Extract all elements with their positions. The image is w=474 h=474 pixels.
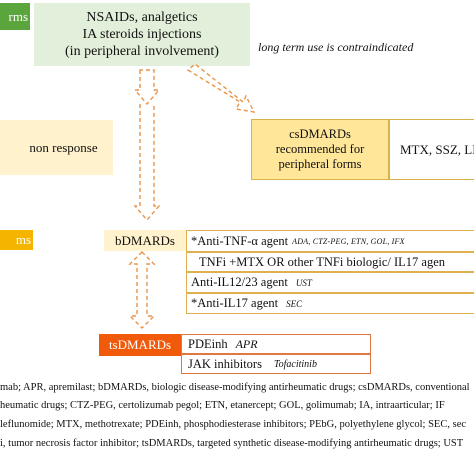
- tsdmards-row-note: APR: [235, 336, 258, 351]
- nsaids-line-2: IA steroids injections: [82, 27, 202, 42]
- tsdmards-row-main: JAK inhibitors: [188, 356, 262, 371]
- bdmards-row-tnfi-combo: TNFi +MTX OR other TNFi biologic/ IL17 a…: [186, 252, 474, 272]
- bdmards-row-note: ADA, CTZ-PEG, ETN, GOL, IFX: [292, 236, 405, 246]
- arrow-bdmards-tsdmards: [128, 251, 156, 329]
- footer-line: i, tumor necrosis factor inhibitor; tsDM…: [0, 438, 464, 449]
- bdmards-row-note: UST: [295, 277, 312, 288]
- bdmards-row-anti-tnf: *Anti-TNF-α agent ADA, CTZ-PEG, ETN, GOL…: [186, 230, 474, 252]
- nsaids-line-3: (in peripheral involvement): [65, 44, 219, 59]
- csdmards-box: csDMARDs recommended for peripheral form…: [251, 119, 389, 180]
- first-line-tab: rms: [0, 3, 30, 30]
- second-line-tab: ms: [0, 230, 33, 250]
- nsaids-line-1: NSAIDs, analgetics: [86, 10, 198, 25]
- footer-line: leflunomide; MTX, methotrexate; PDEinh, …: [0, 419, 467, 430]
- bdmards-row-main: *Anti-TNF-α agent: [191, 233, 289, 248]
- footer-line: heumatic drugs; CTZ-PEG, certolizumab pe…: [0, 400, 445, 411]
- tsdmards-row-main: PDEinh: [188, 336, 228, 351]
- csdmards-line-2: recommended for: [275, 142, 365, 156]
- csdmards-line-1: csDMARDs: [289, 127, 351, 141]
- bdmards-label: bDMARDs: [104, 230, 186, 251]
- bdmards-row-note: SEC: [286, 298, 303, 309]
- tsdmards-row-jak: JAK inhibitors Tofacitinib: [181, 354, 371, 374]
- nsaids-box: NSAIDs, analgetics IA steroids injection…: [34, 3, 250, 66]
- arrow-nsaids-to-bdmards: [133, 69, 161, 222]
- bdmards-row-il12-23: Anti-IL12/23 agent UST: [186, 272, 474, 293]
- bdmards-row-main: *Anti-IL17 agent: [191, 296, 279, 310]
- csdmards-drugs: MTX, SSZ, LF: [389, 119, 474, 180]
- bdmards-row-il17: *Anti-IL17 agent SEC: [186, 293, 474, 314]
- bdmards-row-main: Anti-IL12/23 agent: [191, 275, 288, 289]
- tsdmards-row-note: Tofacitinib: [273, 358, 317, 370]
- csdmards-line-3: peripheral forms: [278, 157, 362, 171]
- tsdmards-row-pdeinh: PDEinh APR: [181, 334, 371, 354]
- bdmards-row-main: TNFi +MTX OR other TNFi biologic/ IL17 a…: [199, 254, 446, 269]
- arrow-nsaids-to-csdmards: [186, 63, 256, 113]
- tsdmards-label: tsDMARDs: [99, 334, 181, 356]
- non-response-box: non response: [0, 120, 113, 175]
- contraindication-note: long term use is contraindicated: [258, 40, 414, 54]
- footer-line: mab; APR, apremilast; bDMARDs, biologic …: [0, 382, 470, 393]
